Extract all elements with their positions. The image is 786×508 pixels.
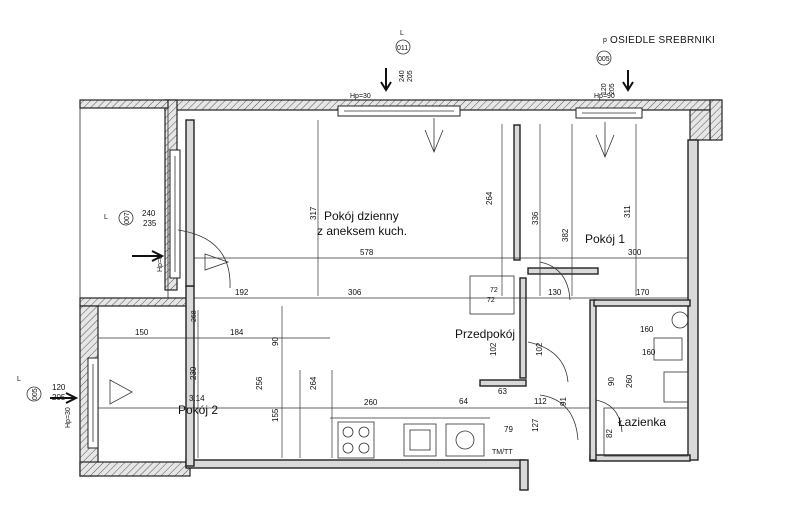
window-011-d1: 240 [399,70,406,82]
dim-72b: 72 [487,297,495,304]
dimension-lines [98,120,688,458]
window-011-h: Hp=30 [350,93,371,100]
doors [177,229,623,441]
dim-91: 91 [559,397,568,406]
header-title: OSIEDLE SREBRNIKI [610,35,715,46]
window-007-d2: 235 [143,219,157,228]
dim-170: 170 [636,288,650,297]
dimension-labels: 317 578 264 336 382 311 300 192 306 130 … [135,191,656,438]
dim-256: 256 [255,376,264,390]
dim-72a: 72 [490,287,498,294]
dim-127: 127 [531,418,540,432]
dim-112: 112 [534,397,547,406]
dim-160b: 160 [642,348,656,357]
window-tag-005-top: 005 120 205 Hp=90 [594,50,616,100]
dim-192: 192 [235,288,249,297]
window-011-d2: 205 [407,70,414,82]
dim-306: 306 [348,288,362,297]
dim-150: 150 [135,328,149,337]
dim-82: 82 [605,429,614,438]
room-living-label: Pokój dzienny [324,209,399,223]
window-005left-letter: L [17,376,21,383]
dim-260a: 260 [625,374,634,388]
dim-79: 79 [504,425,513,434]
room-living-sublabel: z aneksem kuch. [317,224,407,238]
window-005top-d2: 205 [609,83,616,95]
window-005top-d1: 120 [601,83,608,95]
dim-90a: 90 [271,337,280,346]
window-tag-011: L 011 240 205 Hp=30 [350,30,414,100]
dim-264a: 264 [485,191,494,205]
dim-264b: 264 [309,376,318,390]
window-007-code: 007 [124,212,131,224]
room-labels: Pokój dzienny z aneksem kuch. Pokój 1 Po… [178,209,666,456]
room-2-label: Pokój 2 [178,403,218,417]
window-005left-code: 005 [32,388,39,400]
windows [87,105,643,449]
window-005top-h: Hp=90 [594,93,615,100]
window-011-letter: L [400,30,404,37]
tmtt-label: TM/TT [492,449,513,456]
window-005left-d2: 205 [52,393,66,402]
room-1-label: Pokój 1 [585,232,625,246]
dim-102b: 102 [535,342,544,356]
dim-268: 268 [191,310,198,322]
dim-317: 317 [309,206,318,220]
window-005left-d1: 120 [52,383,66,392]
window-007-letter: L [104,214,108,221]
window-007-h: Hp=0 [157,255,164,272]
dim-230: 230 [189,366,198,380]
dim-336: 336 [531,211,540,225]
room-bath-label: Łazienka [618,415,666,429]
dim-314: 3.14 [189,394,205,403]
dim-130: 130 [548,288,562,297]
window-005left-h: Hp=30 [65,407,72,428]
dim-260b: 260 [364,398,378,407]
window-005top-code: 005 [598,56,610,63]
dim-160a: 160 [640,325,654,334]
dim-184: 184 [230,328,244,337]
window-011-code: 011 [397,45,408,52]
window-tag-005-left: L 005 120 205 Hp=30 [17,376,72,428]
dim-155: 155 [271,408,280,422]
dim-63: 63 [498,387,507,396]
dim-64: 64 [459,397,468,406]
dim-311: 311 [623,205,632,218]
dim-300: 300 [628,248,642,257]
header-prefix: p [603,37,607,44]
dim-102a: 102 [489,342,498,356]
dim-382: 382 [561,228,570,242]
room-hall-label: Przedpokój [455,327,515,341]
dim-578: 578 [360,248,374,257]
dim-90b: 90 [607,377,616,386]
window-tag-007: L 007 240 235 Hp=0 [104,209,164,272]
fixtures [330,275,689,459]
window-007-d1: 240 [142,209,156,218]
outer-walls [79,99,723,491]
